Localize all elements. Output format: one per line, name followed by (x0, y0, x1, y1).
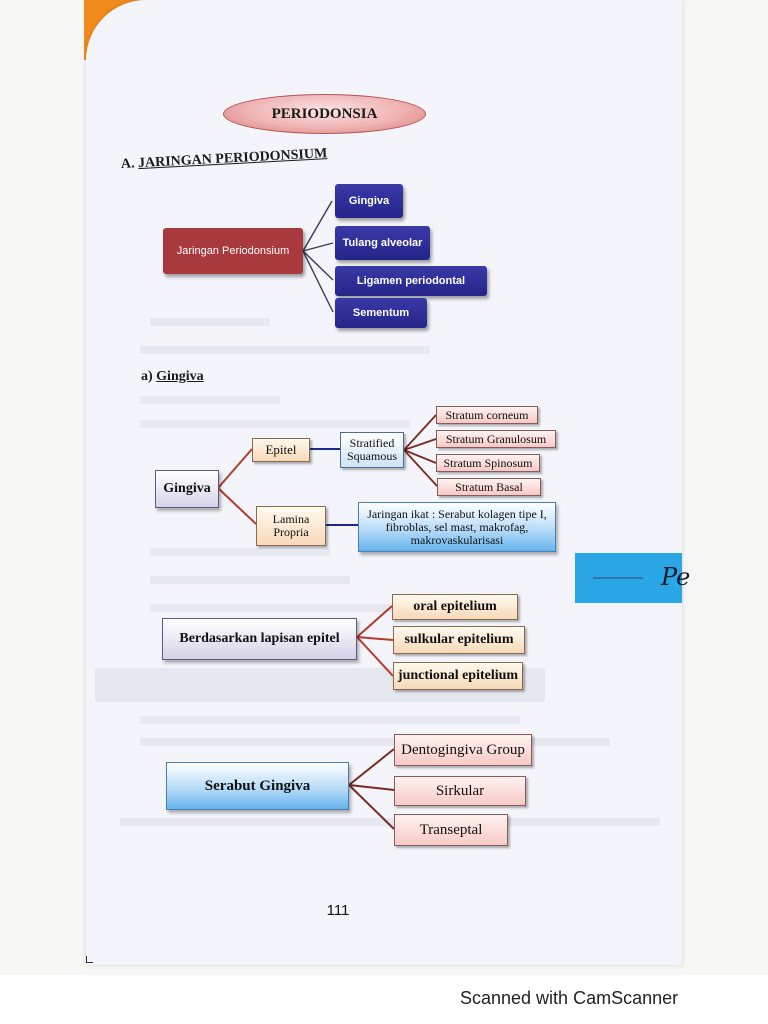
transeptal-node: Transeptal (394, 814, 508, 846)
sementum-node: Sementum (335, 298, 427, 328)
corner-mark (86, 956, 93, 963)
berdasarkan-lapisan-epitel-node: Berdasarkan lapisan epitel (162, 618, 357, 660)
jaringan-periodonsium-node: Jaringan Periodonsium (163, 228, 303, 274)
stratified-squamous-node: Stratified Squamous (340, 432, 404, 468)
show-through (150, 548, 330, 556)
page-title: PERIODONSIA (223, 94, 426, 134)
subsection-title: Gingiva (156, 369, 204, 384)
show-through (120, 818, 660, 826)
show-through (140, 738, 610, 746)
lamina-propria-node: Lamina Propria (256, 506, 326, 546)
stratum-corneum-node: Stratum corneum (436, 406, 538, 424)
subsection-heading: a) Gingiva (141, 369, 204, 385)
page-number: 111 (326, 902, 350, 919)
serabut-gingiva-node: Serabut Gingiva (166, 762, 349, 810)
show-through (150, 604, 410, 612)
show-through (150, 576, 350, 584)
stratum-basal-node: Stratum Basal (437, 478, 541, 496)
show-through (140, 396, 280, 404)
epitel-node: Epitel (252, 438, 310, 462)
section-label: A. (120, 156, 135, 172)
gingiva-root-node: Gingiva (155, 470, 219, 508)
junctional-epitelium-node: junctional epitelium (393, 662, 523, 690)
sulkular-epitelium-node: sulkular epitelium (393, 626, 525, 654)
ligamen-periodontal-node: Ligamen periodontal (335, 266, 487, 296)
dentogingiva-group-node: Dentogingiva Group (394, 734, 532, 766)
sticky-note: Pe (575, 553, 690, 603)
subsection-label: a) (141, 369, 153, 384)
sticky-note-scribble (593, 577, 643, 579)
oral-epitelium-node: oral epitelium (392, 594, 518, 620)
sticky-note-text: Pe (661, 563, 691, 591)
stratum-granulosum-node: Stratum Granulosum (436, 430, 556, 448)
jaringan-ikat-node: Jaringan ikat : Serabut kolagen tipe I, … (358, 502, 556, 552)
show-through (140, 716, 520, 724)
watermark-text: Scanned with CamScanner (460, 988, 679, 1008)
sirkular-node: Sirkular (394, 776, 526, 806)
tulang-alveolar-node: Tulang alveolar (335, 226, 430, 260)
show-through (140, 346, 430, 354)
show-through (150, 318, 270, 326)
show-through (140, 420, 410, 428)
gingiva-node: Gingiva (335, 184, 403, 218)
stratum-spinosum-node: Stratum Spinosum (436, 454, 540, 472)
